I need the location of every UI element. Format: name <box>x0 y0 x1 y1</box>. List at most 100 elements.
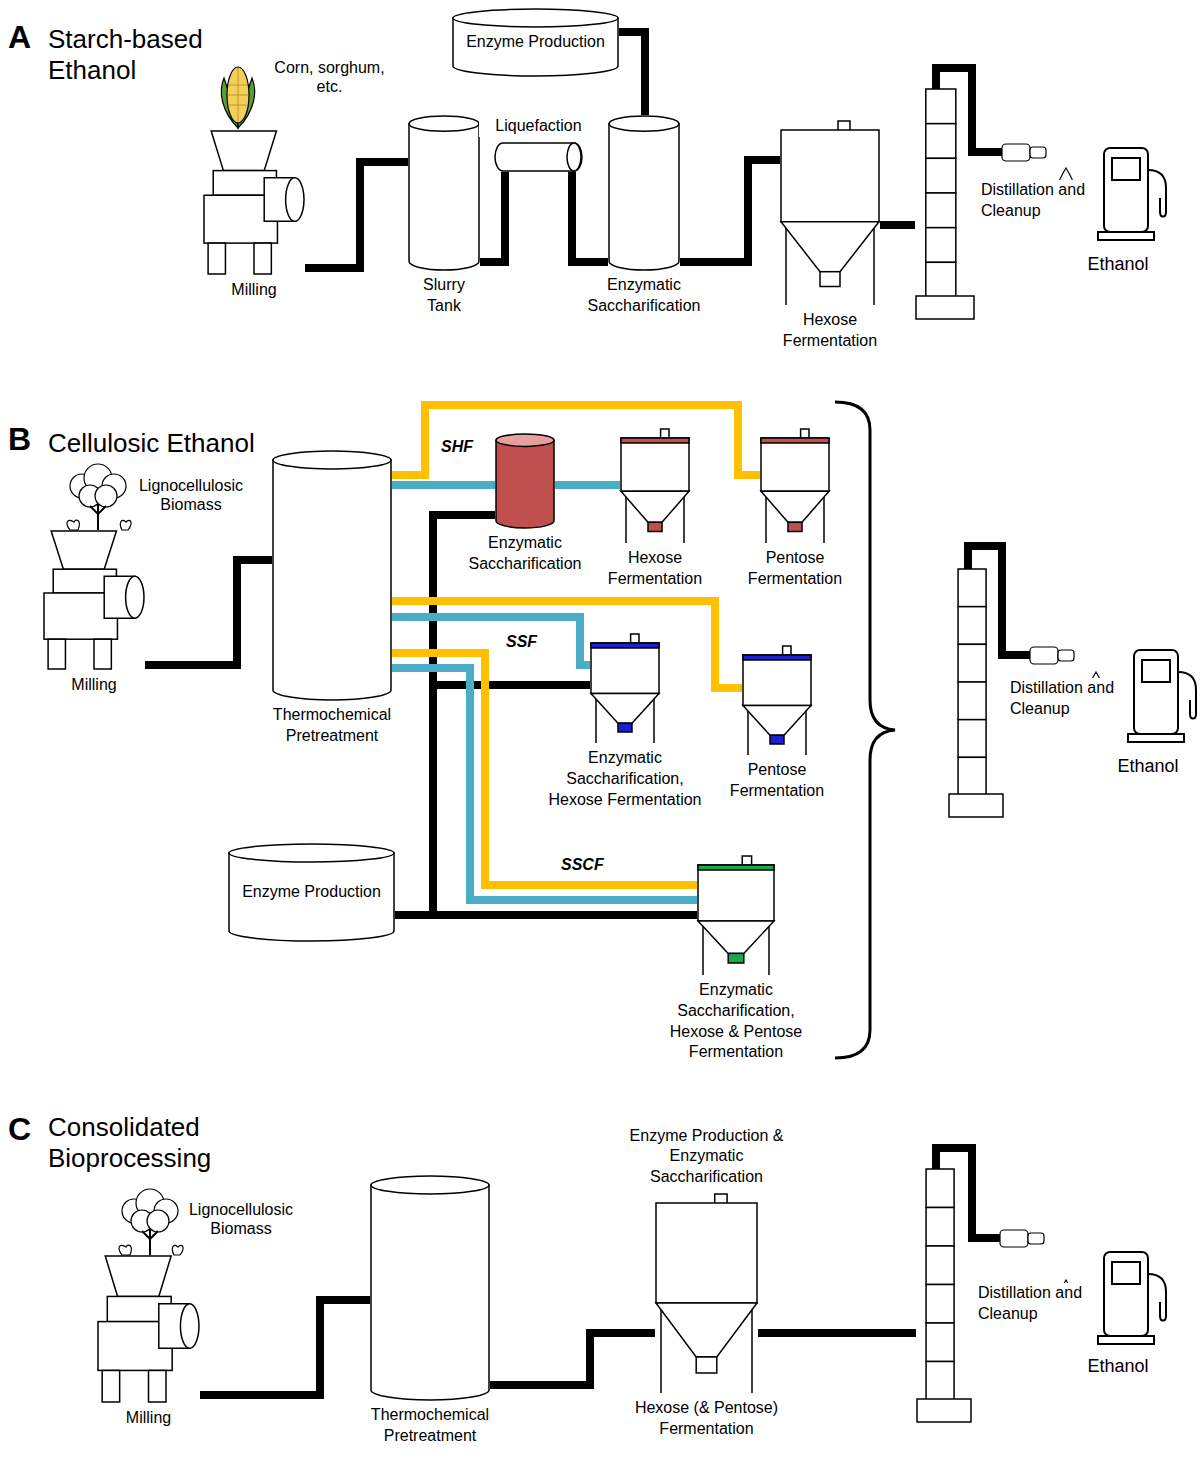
node-label: Pentose Fermentation <box>735 548 855 590</box>
node-label: Thermochemical Pretreatment <box>355 1405 505 1447</box>
node-label: Enzyme Production <box>454 32 617 53</box>
fermenter-vessel-outline <box>590 633 660 743</box>
fermenter-vessel: Hexose Fermentation <box>780 120 880 305</box>
tank-vessel: Thermochemical Pretreatment <box>272 450 392 700</box>
node-label: Enzyme Production & Enzymatic Saccharifi… <box>622 1126 792 1188</box>
node-label: Distillation and Cleanup <box>978 1283 1098 1325</box>
node-label: Thermochemical Pretreatment <box>257 705 407 747</box>
process-pipe <box>619 32 645 115</box>
process-pipe <box>680 160 780 262</box>
process-pipe <box>305 162 408 268</box>
distillation-column: Distillation and Cleanup <box>948 568 1004 818</box>
panel-title: Cellulosic Ethanol <box>48 428 328 459</box>
annotation-label: Ethanol <box>1068 1356 1168 1378</box>
node-label: Milling <box>39 675 149 696</box>
fermenter-vessel: Enzymatic Saccharification, Hexose & Pen… <box>697 855 775 975</box>
process-pipe <box>395 911 697 919</box>
process-pipe <box>555 481 620 489</box>
process-pipe <box>880 221 915 229</box>
fermenter-vessel-outline <box>697 855 775 975</box>
fermenter-vessel: Hexose Fermentation <box>620 428 690 543</box>
reactor-tube: Liquefaction <box>495 142 582 172</box>
distillation-column-outline <box>948 568 1004 818</box>
distillation-column-outline <box>915 88 975 320</box>
fermenter-vessel-outline <box>742 645 812 755</box>
mill-unit: Milling <box>203 130 305 275</box>
node-label: Hexose Fermentation <box>595 548 715 590</box>
panel-title: Consolidated Bioprocessing <box>48 1112 258 1174</box>
node-label: Pentose Fermentation <box>717 760 837 802</box>
storage-tank: Enzyme Production <box>452 8 619 76</box>
process-mode-label: SSF <box>506 632 556 651</box>
tank-vessel-outline <box>370 1175 490 1400</box>
node-label: Milling <box>199 280 309 301</box>
tank-vessel: Enzymatic Saccharification <box>608 115 680 270</box>
process-mode-label: SHF <box>441 437 491 456</box>
node-label: Hexose (& Pentose) Fermentation <box>627 1398 787 1440</box>
annotation-label: Ethanol <box>1098 756 1198 778</box>
storage-tank: Enzyme Production <box>228 843 395 941</box>
node-label: Enzymatic Saccharification <box>569 275 719 317</box>
fermenter-vessel: Enzyme Production & Enzymatic Saccharifi… <box>655 1193 758 1393</box>
node-label: Enzyme Production <box>230 882 393 903</box>
node-label: Hexose Fermentation <box>770 310 890 352</box>
mill-unit-outline <box>203 130 305 275</box>
node-label: Enzymatic Saccharification, Hexose & Pen… <box>666 980 806 1063</box>
tank-vessel-outline <box>272 450 392 700</box>
panel-letter: B <box>8 420 48 458</box>
fermenter-vessel-outline <box>655 1193 758 1393</box>
panel-letter: C <box>8 1110 48 1148</box>
fermenter-vessel: Pentose Fermentation <box>742 645 812 755</box>
process-pipe <box>392 405 760 475</box>
node-label: Enzymatic Saccharification <box>455 533 595 575</box>
corn-icon <box>221 67 254 128</box>
process-pipe <box>392 617 590 665</box>
node-label: Distillation and Cleanup <box>981 180 1101 222</box>
process-pipe <box>392 601 742 688</box>
reactor-tube-outline <box>495 142 582 172</box>
distillation-column-outline <box>916 1168 972 1423</box>
process-pipe <box>480 172 505 262</box>
mill-unit: Milling <box>43 530 145 670</box>
node-label: Milling <box>94 1408 204 1429</box>
panel-letter: A <box>8 18 48 56</box>
node-label: Distillation and Cleanup <box>1010 678 1130 720</box>
process-pipe <box>490 1333 655 1385</box>
process-pipe <box>758 1329 916 1337</box>
mill-unit: Milling <box>97 1255 200 1403</box>
tree-icon <box>119 1189 183 1255</box>
fermenter-vessel: Pentose Fermentation <box>760 428 830 543</box>
process-pipe <box>145 560 272 665</box>
process-pipe <box>395 515 495 915</box>
annotation-label: Lignocellulosic Biomass <box>126 476 256 514</box>
tank-vessel-outline <box>608 115 680 270</box>
fermenter-vessel: Enzymatic Saccharification, Hexose Ferme… <box>590 633 660 743</box>
annotation-label: Corn, sorghum, etc. <box>262 58 397 96</box>
process-pipe <box>200 1300 370 1395</box>
annotation-label: Lignocellulosic Biomass <box>176 1200 306 1238</box>
tank-vessel: Thermochemical Pretreatment <box>370 1175 490 1400</box>
mill-unit-outline <box>97 1255 200 1403</box>
fermenter-vessel-outline <box>760 428 830 543</box>
tree-icon <box>67 464 131 530</box>
panel-title: Starch-based Ethanol <box>48 24 238 86</box>
tank-vessel: Slurry Tank <box>408 115 480 270</box>
grouping-bracket <box>835 402 895 1058</box>
distillation-column: Distillation and Cleanup <box>916 1168 972 1423</box>
fermenter-vessel-outline <box>620 428 690 543</box>
annotation-label: Ethanol <box>1068 254 1168 276</box>
node-label: Slurry Tank <box>409 275 479 317</box>
droplets <box>1058 168 1104 1306</box>
process-mode-label: SSCF <box>561 855 621 874</box>
process-pipe <box>572 172 608 262</box>
node-label: Liquefaction <box>479 116 599 137</box>
tank-vessel-outline <box>495 433 555 528</box>
mill-unit-outline <box>43 530 145 670</box>
fermenter-vessel-outline <box>780 120 880 305</box>
fuel-pumps <box>1098 148 1196 1344</box>
node-label: Enzymatic Saccharification, Hexose Ferme… <box>538 748 713 810</box>
distillation-column: Distillation and Cleanup <box>915 88 975 320</box>
tank-vessel: Enzymatic Saccharification <box>495 433 555 528</box>
process-pipe <box>392 481 495 489</box>
tank-vessel-outline <box>408 115 480 270</box>
